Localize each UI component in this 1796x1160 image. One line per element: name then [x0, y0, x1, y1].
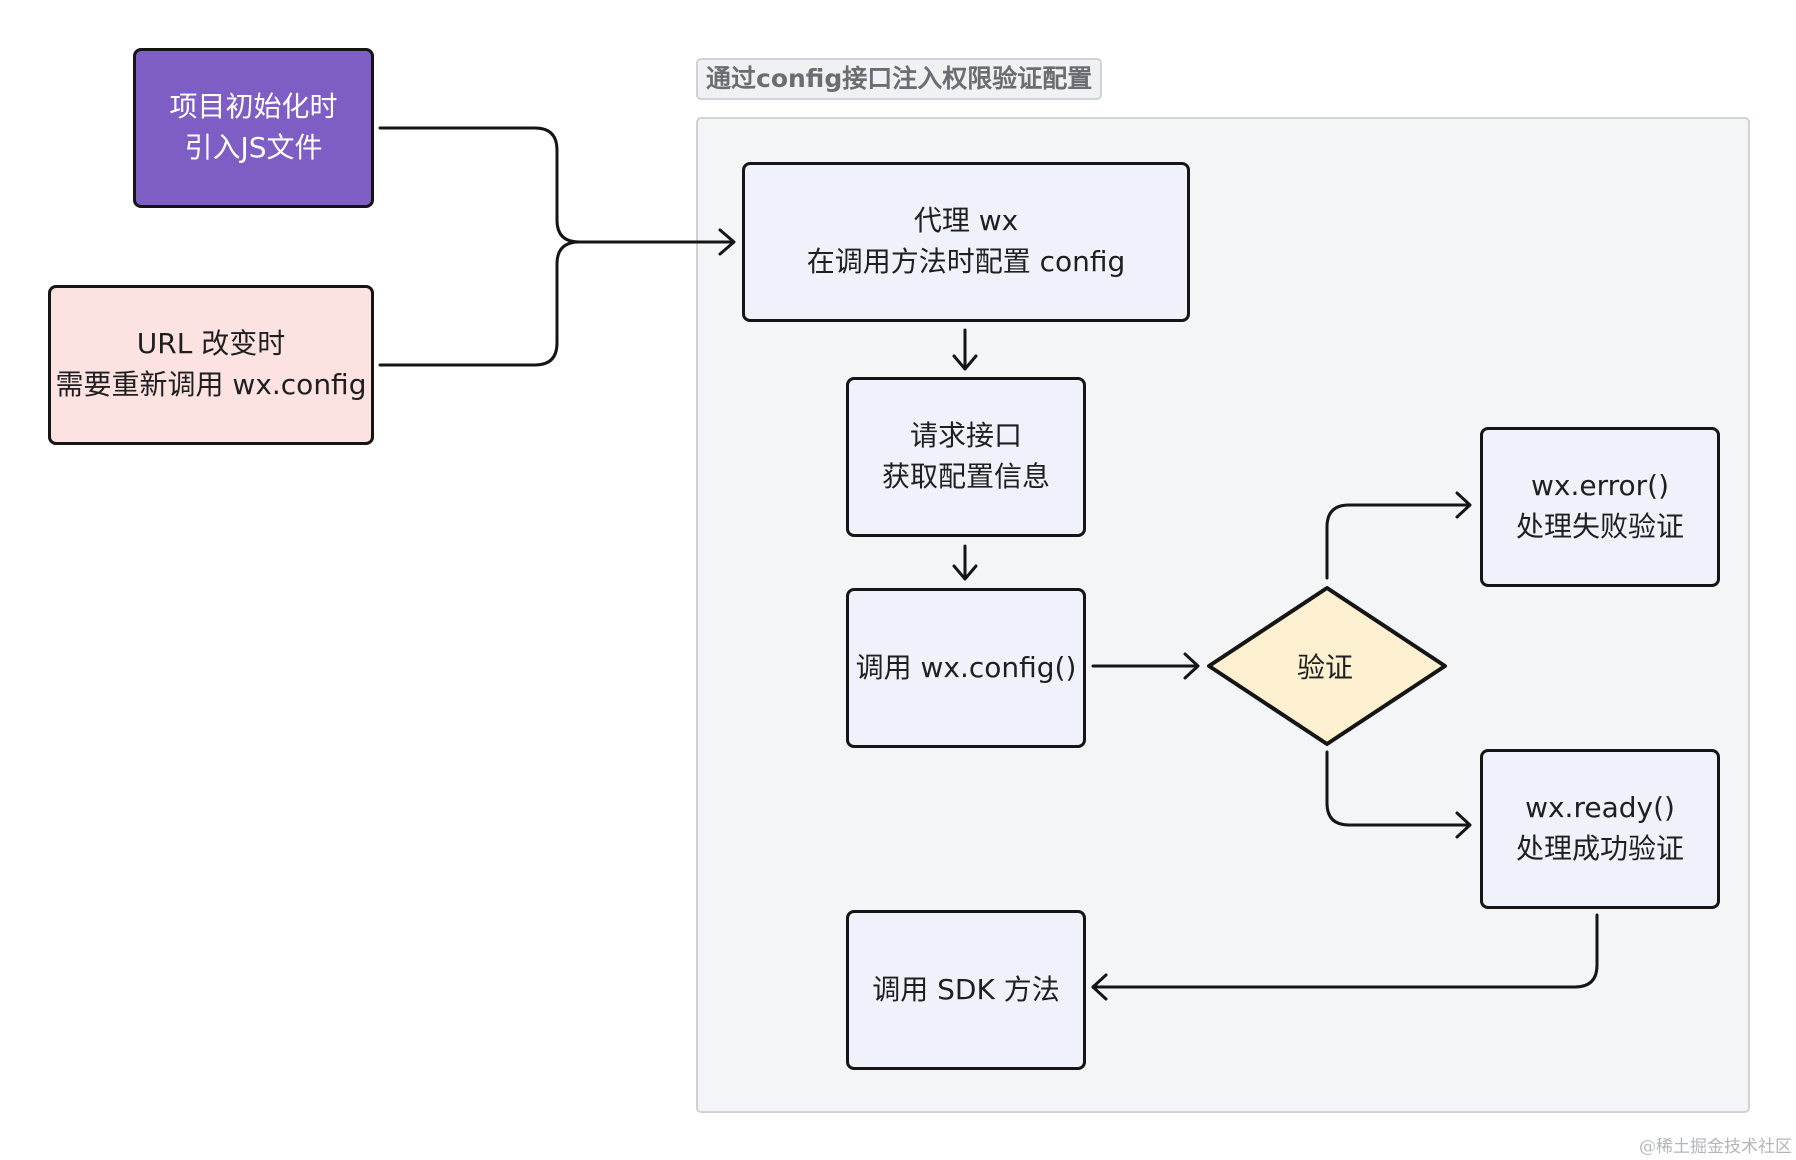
request-line2: 获取配置信息	[881, 460, 1050, 493]
url-change-node: URL 改变时 需要重新调用 wx.config	[48, 285, 374, 445]
arrowhead-ready	[1455, 811, 1472, 839]
init-line2: 引入JS文件	[184, 131, 323, 164]
ready-node: wx.ready() 处理成功验证	[1480, 749, 1720, 909]
init-line1: 项目初始化时	[169, 90, 338, 124]
proxy-line1: 代理 wx	[913, 204, 1019, 238]
init-node: 项目初始化时 引入JS文件	[133, 48, 374, 208]
edge-verify-to-ready	[1325, 750, 1471, 827]
call-config-node: 调用 wx.config()	[846, 588, 1086, 748]
url-change-line1: URL 改变时	[136, 327, 286, 361]
edge-ready-to-sdk	[1091, 913, 1599, 989]
group-title: 通过config接口注入权限验证配置	[696, 58, 1103, 100]
arrowhead-request	[952, 354, 978, 371]
proxy-line2: 在调用方法时配置 config	[806, 245, 1126, 278]
error-line1: wx.error()	[1530, 469, 1669, 503]
verify-decision-diamond	[1207, 586, 1447, 746]
arrowhead-sdk	[1091, 973, 1108, 1001]
arrowhead-config	[952, 564, 978, 581]
ready-line2: 处理成功验证	[1515, 832, 1684, 865]
ready-line1: wx.ready()	[1525, 791, 1675, 825]
verify-label: 验证	[1296, 651, 1353, 684]
request-line1: 请求接口	[909, 419, 1022, 453]
proxy-node: 代理 wx 在调用方法时配置 config	[742, 162, 1190, 322]
sdk-line1: 调用 SDK 方法	[872, 972, 1060, 1006]
edge-init-to-proxy	[378, 126, 735, 244]
sdk-node: 调用 SDK 方法	[846, 910, 1086, 1070]
watermark: @稀土掘金技术社区	[1639, 1137, 1792, 1157]
call-config-line1: 调用 wx.config()	[855, 650, 1077, 684]
request-node: 请求接口 获取配置信息	[846, 377, 1086, 537]
arrowhead-verify	[1183, 652, 1200, 680]
error-node: wx.error() 处理失败验证	[1480, 427, 1720, 587]
error-line2: 处理失败验证	[1515, 510, 1684, 543]
edge-verify-to-error	[1325, 503, 1471, 580]
url-change-line2: 需要重新调用 wx.config	[55, 368, 367, 401]
arrowhead-proxy	[718, 228, 736, 256]
edge-url-to-proxy	[378, 240, 735, 367]
arrowhead-error	[1455, 491, 1472, 519]
